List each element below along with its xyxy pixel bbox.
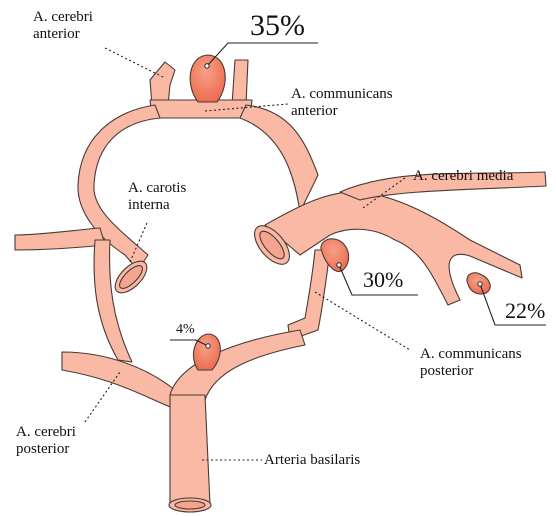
dot-30 — [337, 263, 341, 267]
label-communicans-anterior: A. communicans anterior — [291, 86, 393, 120]
pct-middle-cerebral-distal: 22% — [505, 299, 545, 323]
aneurysm-basilar-tip — [193, 334, 220, 370]
label-cerebri-media: A. cerebri media — [413, 168, 513, 185]
pct-middle-cerebral: 30% — [363, 268, 403, 292]
dot-35 — [205, 64, 209, 68]
pct-basilar-tip: 4% — [176, 322, 195, 338]
anterior-communicating-artery — [150, 100, 252, 118]
dot-4 — [206, 344, 210, 348]
anterior-cerebral-artery-left — [150, 62, 175, 105]
basilar-lumen-inner — [175, 501, 205, 509]
label-cerebri-posterior: A. cerebri posterior — [16, 424, 76, 458]
label-communicans-posterior: A. communicans posterior — [420, 346, 522, 380]
anterior-cerebral-artery-right — [232, 60, 248, 105]
leader-communicans-posterior — [315, 292, 410, 350]
left-lateral-branch — [15, 228, 105, 250]
label-arteria-basilaris: Arteria basilaris — [264, 452, 360, 469]
left-posterior-upper-branch — [94, 240, 132, 362]
pct-anterior-communicating: 35% — [250, 10, 305, 42]
arteria-basilaris — [170, 395, 210, 505]
right-circle-arch — [240, 105, 318, 212]
posterior-communicating-artery — [288, 250, 330, 340]
aneurysm-anterior-communicating — [190, 55, 225, 102]
dot-22 — [478, 282, 482, 286]
label-carotis-interna: A. carotis interna — [128, 180, 186, 214]
leader-pct-35 — [207, 43, 318, 66]
label-cerebri-anterior: A. cerebri anterior — [33, 9, 93, 43]
vessel-network — [15, 60, 546, 505]
